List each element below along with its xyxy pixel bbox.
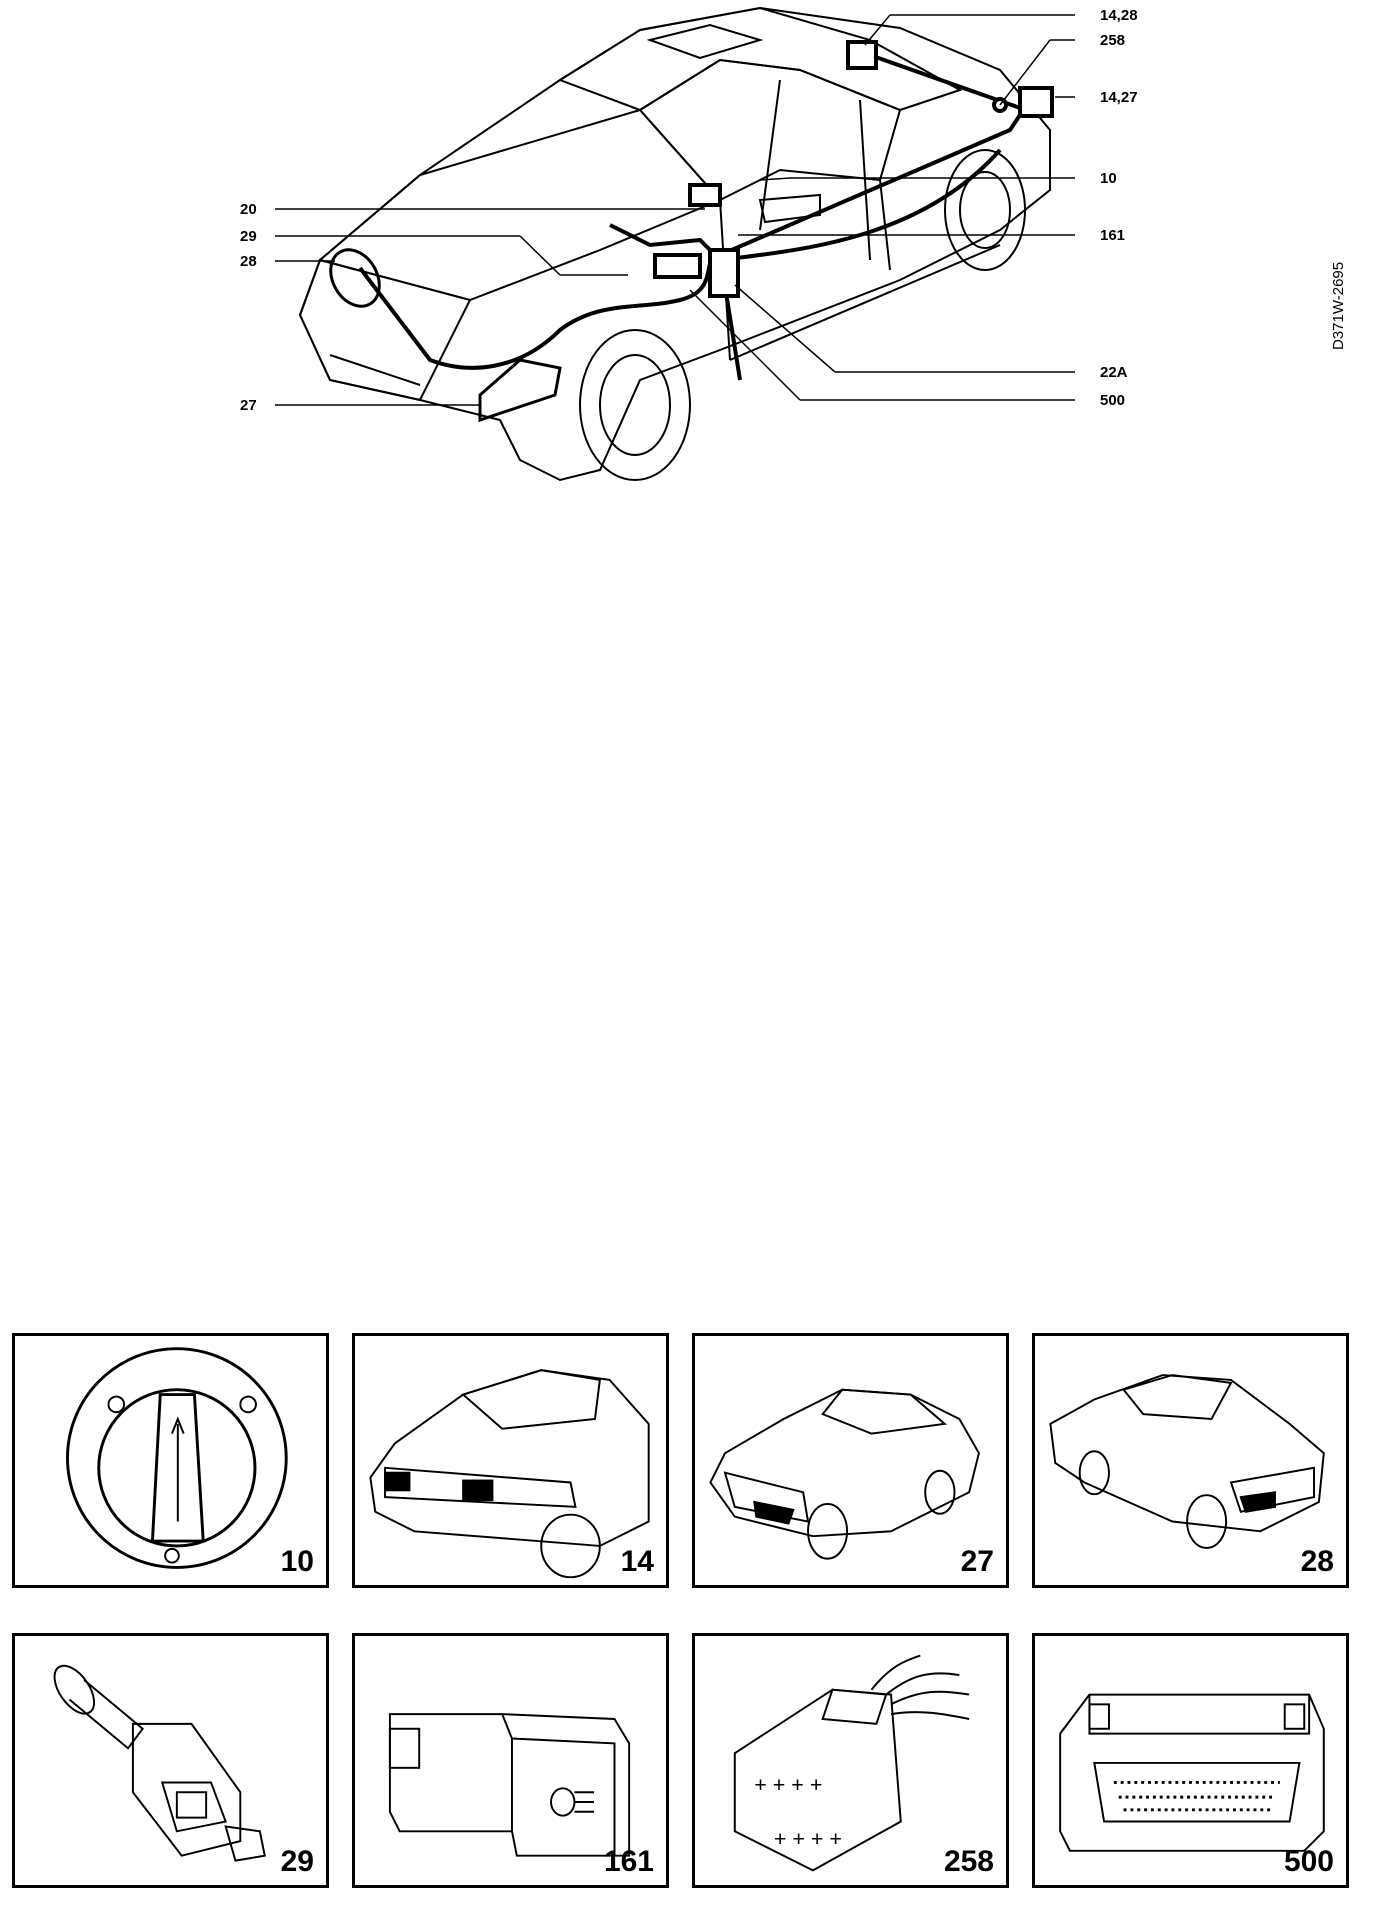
component-number: 500 <box>1283 1845 1334 1878</box>
svg-text:+ + + +: + + + + <box>754 1773 822 1797</box>
component-29: 29 <box>12 1633 329 1888</box>
car-front-left-icon <box>709 1388 980 1560</box>
component-number: 14 <box>620 1545 654 1578</box>
callout-27: 27 <box>240 397 257 414</box>
callout-28: 28 <box>240 253 257 270</box>
component-number: 27 <box>960 1545 994 1578</box>
reference-code: D371W-2695 <box>1330 261 1347 350</box>
callout-leaders <box>275 14 1075 406</box>
callout-161: 161 <box>1100 227 1125 244</box>
callout-258: 258 <box>1100 32 1125 49</box>
callout-29: 29 <box>240 228 257 245</box>
component-500: 500 <box>1032 1633 1349 1888</box>
car-wiring-diagram: 14,28 258 14,27 10 161 22A 500 20 29 28 … <box>240 6 1138 482</box>
component-258: + + + + + + + + 258 <box>692 1633 1009 1888</box>
wiring-harness <box>358 40 1054 381</box>
control-module-icon <box>1059 1693 1325 1852</box>
callout-22a: 22A <box>1100 364 1128 381</box>
callout-14-28: 14,28 <box>1100 7 1138 24</box>
connector-icon: + + + + + + + + <box>733 1654 970 1872</box>
component-14: 14 <box>352 1333 669 1588</box>
component-number: 28 <box>1300 1545 1334 1578</box>
component-27: 27 <box>692 1333 1009 1588</box>
callout-labels: 14,28 258 14,27 10 161 22A 500 20 29 28 … <box>240 7 1138 414</box>
brake-light-switch-icon <box>53 1664 266 1862</box>
callout-10: 10 <box>1100 170 1117 187</box>
callout-14-27: 14,27 <box>1100 89 1138 106</box>
component-161: 161 <box>352 1633 669 1888</box>
svg-text:+ + + +: + + + + <box>774 1827 842 1851</box>
component-number: 161 <box>603 1845 654 1878</box>
car-rear-icon <box>369 1369 650 1579</box>
component-number: 10 <box>280 1545 314 1578</box>
callout-500: 500 <box>1100 392 1125 409</box>
car-front-right-icon <box>1049 1374 1325 1549</box>
callout-20: 20 <box>240 201 257 218</box>
component-number: 29 <box>280 1845 314 1878</box>
car-illustration <box>298 6 1051 482</box>
light-switch-icon <box>66 1347 288 1569</box>
fog-light-button-icon <box>388 1713 631 1857</box>
component-10: 10 <box>12 1333 329 1588</box>
component-28: 28 <box>1032 1333 1349 1588</box>
component-number: 258 <box>943 1845 994 1878</box>
